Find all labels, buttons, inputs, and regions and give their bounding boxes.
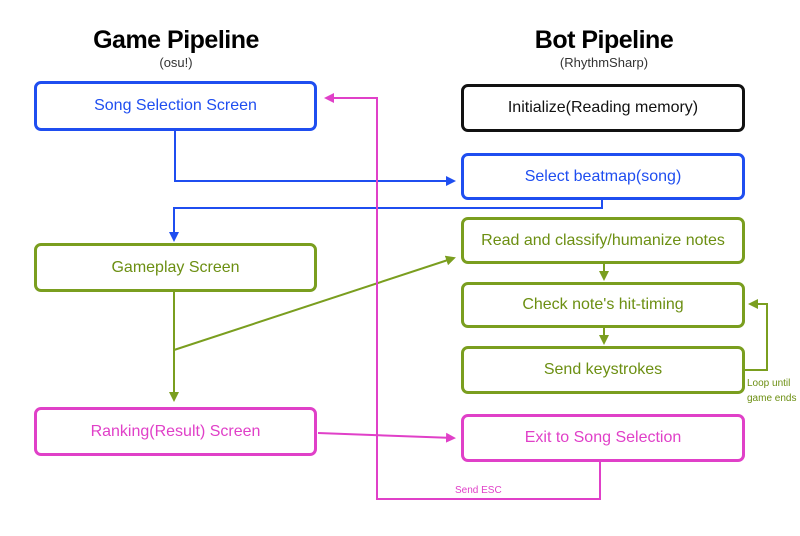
ranking-result-screen-box: Ranking(Result) Screen	[34, 407, 317, 456]
initialize-box: Initialize(Reading memory)	[461, 84, 745, 132]
select-beatmap-box: Select beatmap(song)	[461, 153, 745, 200]
song-selection-screen-box: Song Selection Screen	[34, 81, 317, 131]
send-esc-note: Send ESC	[455, 485, 502, 496]
read-classify-notes-box: Read and classify/humanize notes	[461, 217, 745, 264]
arrow-loop-until-game-ends	[745, 299, 768, 371]
bot-pipeline-subtitle: (RhythmSharp)	[559, 55, 649, 70]
arrow-ranking-to-exit	[317, 432, 456, 443]
exit-to-song-selection-box: Exit to Song Selection	[461, 414, 745, 462]
loop-note: Loop until game ends	[747, 376, 799, 406]
loop-note-line1: Loop until	[747, 378, 791, 389]
send-keystrokes-box: Send keystrokes	[461, 346, 745, 394]
arrow-select-beatmap-to-gameplay	[169, 200, 603, 242]
check-hit-timing-box: Check note's hit-timing	[461, 282, 745, 328]
bot-pipeline-title: Bot Pipeline	[534, 26, 674, 54]
arrow-song-selection-to-select-beatmap	[174, 131, 456, 186]
game-pipeline-subtitle: (osu!)	[159, 55, 193, 70]
game-pipeline-title: Game Pipeline	[93, 26, 259, 54]
loop-note-line2: game ends	[747, 393, 797, 404]
arrow-exit-to-song-selection	[324, 93, 601, 500]
arrow-gameplay-to-read-notes	[173, 255, 456, 351]
gameplay-screen-box: Gameplay Screen	[34, 243, 317, 292]
